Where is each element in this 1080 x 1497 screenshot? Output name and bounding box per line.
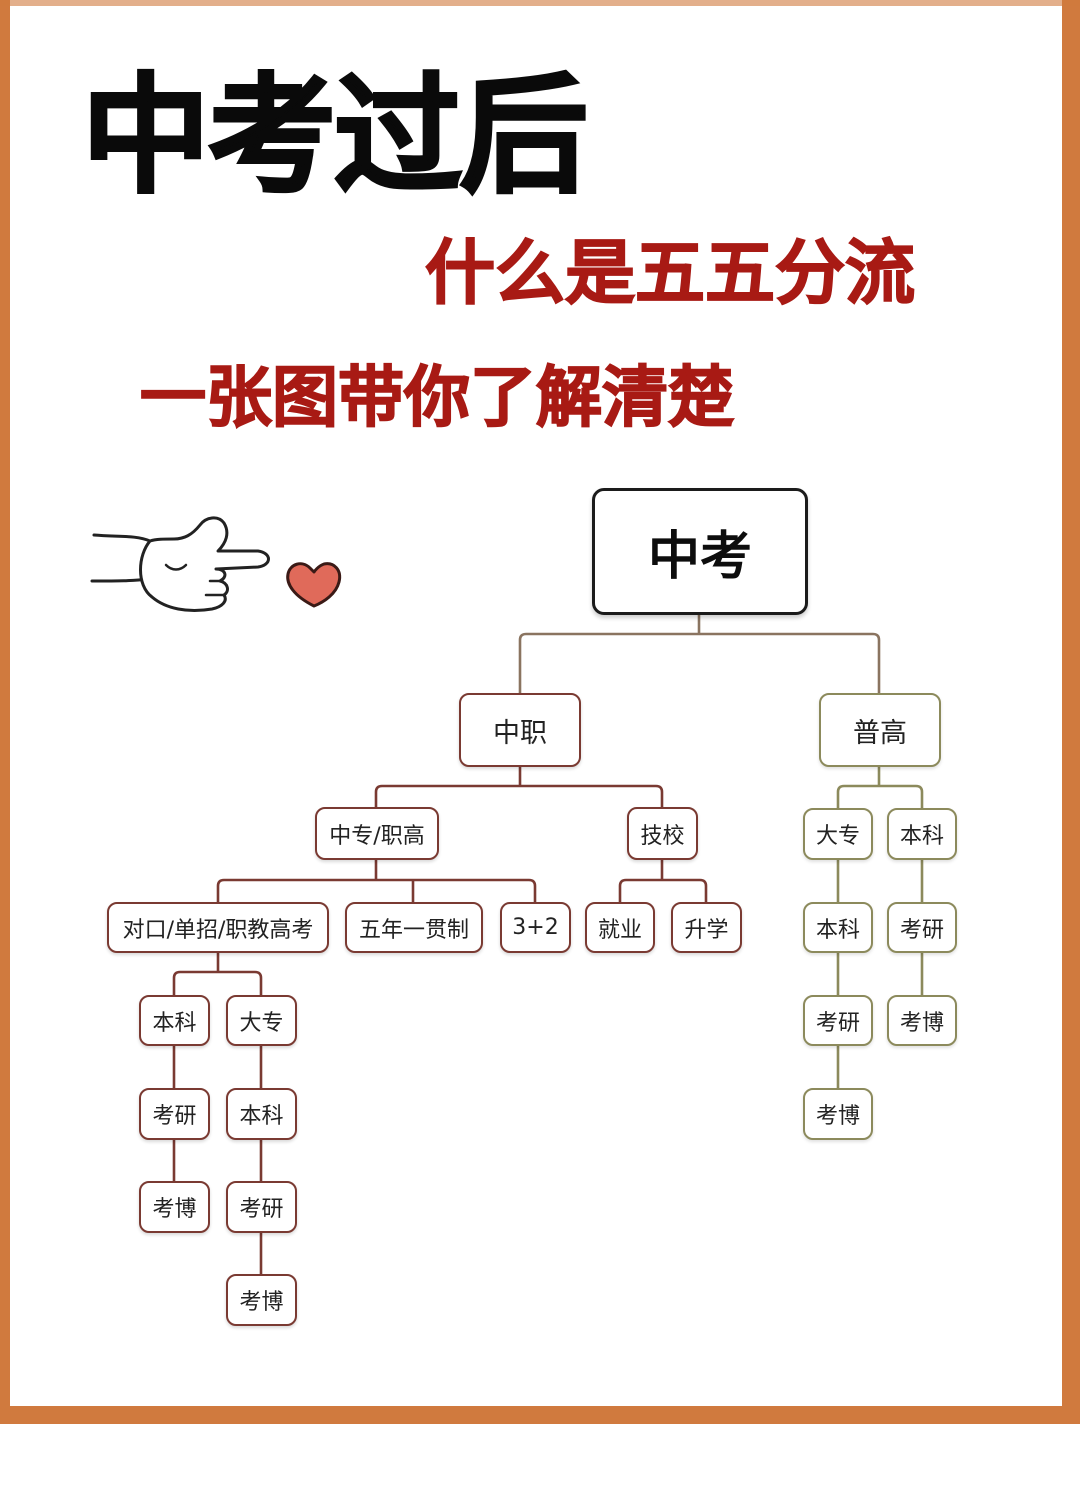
node-pugao-benke-kaoyan: 考研 — [887, 902, 957, 953]
node-pugao-benke-kaobo: 考博 — [887, 995, 957, 1046]
node-duikou-danzhao: 对口/单招/职教高考 — [107, 902, 329, 953]
node-pugao-dazhuan: 大专 — [803, 808, 873, 860]
node-shengxue: 升学 — [671, 902, 742, 953]
page-subtitle: 什么是五五分流 — [424, 231, 916, 315]
node-pugao-dazhuan-kaoyan: 考研 — [803, 995, 873, 1046]
pointing-hand-icon — [90, 516, 270, 612]
node-duikou-dazhuan-kaobo: 考博 — [226, 1274, 297, 1326]
page-title: 中考过后 — [80, 61, 589, 213]
node-duikou-benke: 本科 — [139, 995, 210, 1046]
node-duikou-dazhuan: 大专 — [226, 995, 297, 1046]
node-zhongkao: 中考 — [592, 488, 808, 615]
node-pugao-dazhuan-benke: 本科 — [803, 902, 873, 953]
node-pugao-dazhuan-kaobo: 考博 — [803, 1088, 873, 1140]
frame-left-border — [0, 0, 10, 1424]
node-duikou-benke-kaoyan: 考研 — [139, 1088, 210, 1140]
node-pugao: 普高 — [819, 693, 941, 767]
connector-root — [518, 614, 881, 693]
node-zhongzhi: 中职 — [459, 693, 581, 767]
node-jiuye: 就业 — [585, 902, 655, 953]
node-duikou-dazhuan-kaoyan: 考研 — [226, 1181, 297, 1233]
node-three-plus-two: 3+2 — [500, 902, 571, 953]
node-zhongzhuan-zhigao: 中专/职高 — [315, 807, 439, 860]
node-duikou-benke-kaobo: 考博 — [139, 1181, 210, 1233]
node-duikou-dazhuan-benke: 本科 — [226, 1088, 297, 1140]
heart-icon — [286, 562, 342, 608]
node-pugao-benke: 本科 — [887, 808, 957, 860]
frame-top-border — [0, 0, 1080, 6]
page-tagline: 一张图带你了解清楚 — [139, 358, 735, 437]
node-jixiao: 技校 — [627, 807, 698, 860]
connector-academic — [836, 767, 924, 1088]
node-wunian-yiguanzhi: 五年一贯制 — [345, 902, 483, 953]
connector-vocational — [172, 767, 708, 1274]
